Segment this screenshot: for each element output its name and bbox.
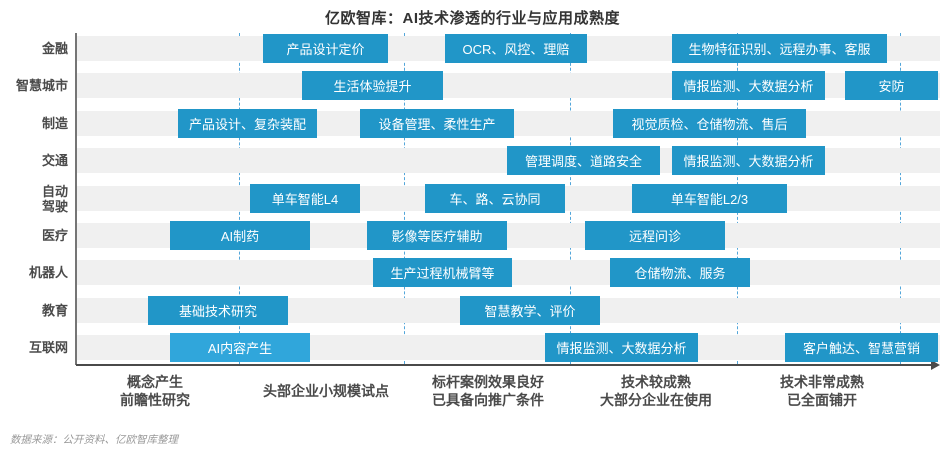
maturity-stage-label-line: 概念产生 (127, 374, 183, 390)
industry-label-line: 驾驶 (41, 198, 68, 214)
application-box: AI内容产生 (170, 333, 310, 362)
maturity-stage-label: 标杆案例效果良好已具备向推广条件 (432, 372, 544, 410)
application-box: AI制药 (170, 221, 310, 250)
industry-label-line: 金融 (41, 41, 68, 56)
maturity-stage-label-line: 大部分企业在使用 (600, 392, 712, 408)
data-source-note: 数据来源：公开资料、亿欧智库整理 (10, 434, 178, 446)
maturity-stage-label-line: 前瞻性研究 (120, 392, 190, 408)
industry-label: 制造 (2, 116, 68, 131)
maturity-stage-label-line: 标杆案例效果良好 (432, 374, 544, 390)
industry-label: 交通 (2, 153, 68, 168)
maturity-stage-label-line: 已全面铺开 (787, 392, 857, 408)
industry-label-line: 交通 (41, 153, 68, 168)
application-box: 单车智能L4 (250, 184, 360, 213)
industry-label: 机器人 (2, 265, 68, 280)
x-axis-arrow-icon (931, 360, 940, 370)
industry-label-line: 自动 (41, 183, 68, 199)
industry-label-line: 机器人 (28, 265, 68, 280)
industry-label: 金融 (2, 41, 68, 56)
industry-label-line: 医疗 (41, 228, 68, 243)
application-box: 仓储物流、服务 (610, 258, 750, 287)
x-axis-line (76, 364, 932, 366)
application-box: 客户触达、智慧营销 (785, 333, 938, 362)
maturity-stage-label: 技术非常成熟已全面铺开 (780, 372, 864, 410)
industry-label-line: 教育 (41, 303, 68, 318)
application-box: 生产过程机械臂等 (373, 258, 512, 287)
industry-label: 医疗 (2, 228, 68, 243)
industry-label: 自动驾驶 (2, 184, 68, 214)
application-box: OCR、风控、理赔 (445, 34, 587, 63)
application-box: 产品设计定价 (263, 34, 388, 63)
application-box: 生物特征识别、远程办事、客服 (672, 34, 887, 63)
maturity-stage-label-line: 头部企业小规模试点 (263, 383, 389, 399)
y-axis-line (75, 33, 77, 365)
application-box: 情报监测、大数据分析 (545, 333, 698, 362)
industry-label: 智慧城市 (2, 78, 68, 93)
maturity-stage-label: 头部企业小规模试点 (263, 372, 389, 410)
application-box: 设备管理、柔性生产 (360, 109, 514, 138)
application-box: 基础技术研究 (148, 296, 288, 325)
application-box: 单车智能L2/3 (632, 184, 787, 213)
industry-label-line: 互联网 (28, 340, 68, 355)
maturity-stage-label-line: 技术非常成熟 (780, 374, 864, 390)
application-box: 视觉质检、仓储物流、售后 (613, 109, 806, 138)
industry-label-line: 智慧城市 (15, 78, 68, 93)
maturity-stage-label: 技术较成熟大部分企业在使用 (600, 372, 712, 410)
industry-label: 互联网 (2, 340, 68, 355)
application-box: 智慧教学、评价 (460, 296, 600, 325)
maturity-stage-label-line: 已具备向推广条件 (432, 392, 544, 408)
industry-label-line: 制造 (41, 116, 68, 131)
maturity-stage-label-line: 技术较成熟 (621, 374, 691, 390)
application-box: 情报监测、大数据分析 (672, 146, 825, 175)
application-box: 管理调度、道路安全 (507, 146, 660, 175)
application-box: 安防 (845, 71, 938, 100)
industry-label: 教育 (2, 303, 68, 318)
application-box: 车、路、云协同 (425, 184, 565, 213)
application-box: 远程问诊 (585, 221, 725, 250)
chart-title: 亿欧智库：AI技术渗透的行业与应用成熟度 (324, 10, 620, 27)
application-box: 影像等医疗辅助 (367, 221, 507, 250)
application-box: 产品设计、复杂装配 (178, 109, 317, 138)
application-box: 生活体验提升 (302, 71, 443, 100)
application-box: 情报监测、大数据分析 (672, 71, 825, 100)
maturity-stage-label: 概念产生前瞻性研究 (120, 372, 190, 410)
